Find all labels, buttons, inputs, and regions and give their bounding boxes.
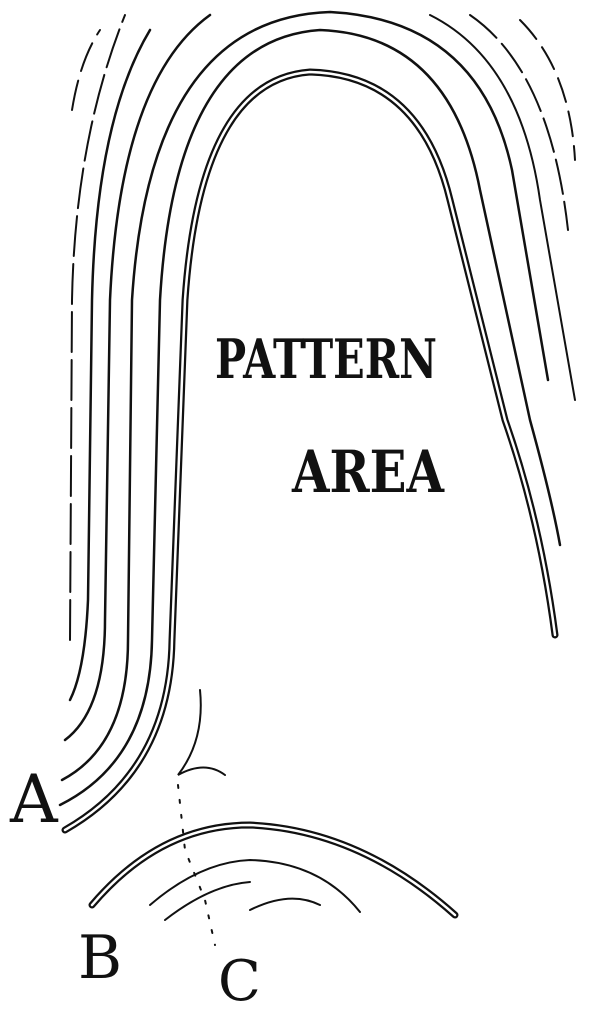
- delta-point: [177, 689, 226, 776]
- loop-ridge-4: [63, 13, 212, 742]
- loop-ridge-9: [469, 14, 569, 231]
- delta-arc-b-core: [90, 823, 457, 917]
- loop-ridge-5: [68, 28, 152, 702]
- inner-loop-ridge-core: [63, 70, 557, 832]
- ridge-lines: [58, 10, 576, 946]
- loop-ridge-8: [429, 14, 576, 401]
- label-c: C: [218, 949, 261, 1014]
- loop-ridge-3: [60, 10, 550, 782]
- label-a: A: [9, 761, 59, 838]
- loop-ridge-10: [519, 19, 576, 161]
- delta-arc-inner-3: [249, 897, 321, 911]
- delta-arc-inner-1: [149, 858, 361, 913]
- delta-arc-inner-2: [164, 881, 251, 921]
- delta-dots: [177, 784, 216, 946]
- label-b: B: [78, 923, 122, 993]
- loop-ridge-7: [71, 29, 101, 111]
- area-title: AREA: [291, 438, 445, 506]
- loop-ridge-6: [69, 14, 126, 641]
- loop-ridge-2: [58, 28, 562, 807]
- pattern-title: PATTERN: [215, 327, 437, 391]
